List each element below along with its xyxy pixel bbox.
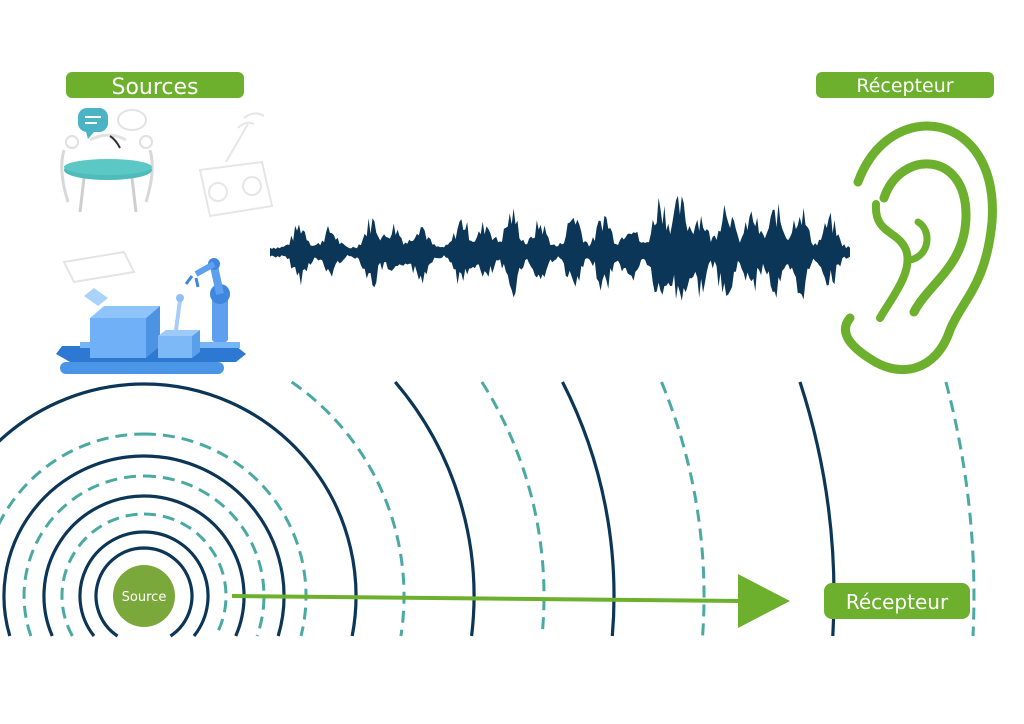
ear-icon [841,121,997,375]
factory-conveyor-icon [36,248,268,386]
wave-arc-dashed [22,474,266,637]
receiver-label-bottom: Récepteur [824,583,970,619]
wave-arc-solid [0,382,358,637]
sources-label-text: Sources [111,75,198,100]
receiver-label-bottom-text: Récepteur [846,590,949,614]
wave-arc-solid [42,494,246,637]
wave-arc-dashed [0,432,308,637]
propagation-arrow [231,574,790,628]
wave-arc-solid [94,546,194,638]
sources-label: Sources [66,72,244,100]
wave-arc-dashed [60,512,228,637]
wave-arc-dashed [944,381,976,637]
receiver-label-top-text: Récepteur [856,75,953,97]
wave-arc-solid [2,454,286,637]
wave-arc-solid [78,530,210,637]
wave-arc-solid [561,381,616,637]
wave-arc-dashed [660,381,706,637]
source-node: Source [113,565,175,627]
sound-waveform [270,195,850,301]
source-label: Source [122,590,167,605]
people-meeting-icon [48,103,166,221]
radio-icon [198,112,274,218]
receiver-label-top: Récepteur [816,72,994,98]
wave-arc-dashed [480,381,546,637]
